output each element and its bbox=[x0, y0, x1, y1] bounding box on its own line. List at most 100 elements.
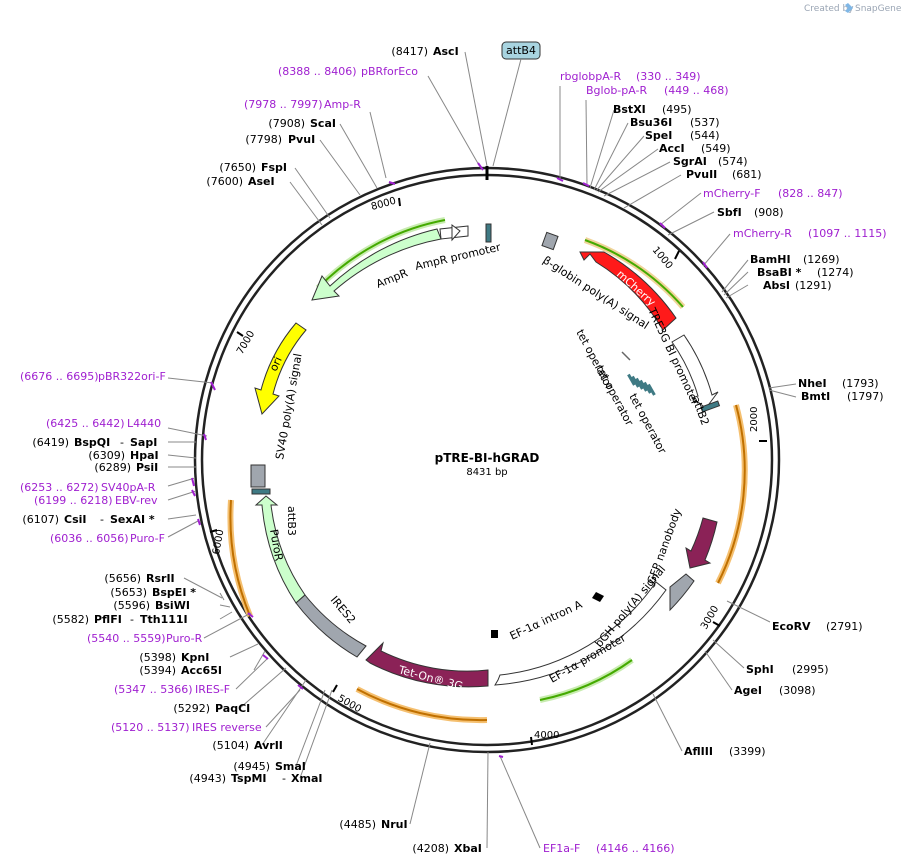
site-nheI[interactable]: NheI (1793) bbox=[798, 377, 879, 390]
feature-attB2[interactable] bbox=[700, 400, 721, 413]
feature-tet-operators[interactable] bbox=[621, 351, 656, 396]
site-name: NheI bbox=[798, 377, 827, 390]
site-absI[interactable]: AbsI (1291) bbox=[763, 279, 832, 292]
site-accI[interactable]: AccI (549) bbox=[659, 142, 731, 155]
primer-ebvRev[interactable]: (6199 .. 6218) EBV-rev bbox=[34, 494, 158, 507]
plasmid-name: pTRE-BI-hGRAD bbox=[435, 451, 540, 465]
site-name: TspMI bbox=[231, 772, 267, 785]
site-name2: XmaI bbox=[291, 772, 322, 785]
site-rsrII[interactable]: (5656) RsrII bbox=[104, 572, 174, 585]
site-kpnI[interactable]: (5398) KpnI bbox=[139, 651, 209, 664]
site-scaI[interactable]: (7908) ScaI bbox=[268, 117, 336, 130]
primer-sv40pA[interactable]: (6253 .. 6272) SV40pA-R bbox=[20, 481, 156, 494]
site-name: FspI bbox=[261, 161, 287, 174]
site-pos: (495) bbox=[662, 103, 692, 116]
primer-l4440[interactable]: (6425 .. 6442) L4440 bbox=[46, 417, 161, 430]
site-dash: - bbox=[282, 772, 286, 785]
label-ampR: AmpR bbox=[374, 266, 410, 290]
site-pvuII[interactable]: PvuII (681) bbox=[686, 168, 762, 181]
site-pos: (5582) bbox=[52, 613, 89, 626]
feature-bgh[interactable] bbox=[669, 573, 695, 612]
site-name: HpaI bbox=[130, 449, 159, 462]
site-tspMI[interactable]: (4943) TspMI - XmaI bbox=[189, 772, 322, 785]
site-pos: (7798) bbox=[245, 133, 282, 146]
primer-pBR322ori[interactable]: (6676 .. 6695) pBR322ori-F bbox=[20, 370, 166, 383]
site-psiI[interactable]: (6289) PsiI bbox=[94, 461, 158, 474]
feature-ires2[interactable] bbox=[295, 594, 367, 658]
primer-name: mCherry-R bbox=[733, 227, 792, 240]
feature-attB3[interactable] bbox=[251, 488, 271, 495]
site-speI[interactable]: SpeI (544) bbox=[645, 129, 720, 142]
site-ageI[interactable]: AgeI (3098) bbox=[734, 684, 816, 697]
feature-beta-globin-box[interactable] bbox=[541, 231, 559, 251]
site-bamHI[interactable]: BamHI (1269) bbox=[750, 253, 840, 266]
site-bstXI[interactable]: BstXI (495) bbox=[613, 103, 692, 116]
site-sphI[interactable]: SphI (2995) bbox=[746, 663, 829, 676]
feature-mCherry[interactable] bbox=[579, 251, 677, 331]
attB4-badge-label: attB4 bbox=[506, 44, 536, 57]
site-aflIII[interactable]: AflIII (3399) bbox=[684, 745, 766, 758]
site-nruI[interactable]: (4485) NruI bbox=[339, 818, 407, 831]
site-smaI[interactable]: (4945) SmaI bbox=[233, 760, 305, 773]
site-fspI[interactable]: (7650) FspI bbox=[219, 161, 287, 174]
feature-ori[interactable] bbox=[254, 322, 307, 415]
feature-sv40-box[interactable] bbox=[250, 464, 266, 488]
feature-ampR-promoter[interactable] bbox=[439, 224, 469, 242]
primer-name: pBR322ori-F bbox=[98, 370, 166, 383]
feature-gfp-nanobody[interactable] bbox=[685, 517, 718, 569]
primer-iresRev[interactable]: (5120 .. 5137) IRES reverse bbox=[111, 721, 262, 734]
feature-ef1a-promoter[interactable] bbox=[494, 581, 667, 686]
primer-puroR[interactable]: (5540 .. 5559) Puro-R bbox=[87, 632, 203, 645]
site-bspQI[interactable]: (6419) BspQI - SapI bbox=[32, 436, 157, 449]
site-avrII[interactable]: (5104) AvrII bbox=[212, 739, 282, 752]
site-bsiWI[interactable]: (5596) BsiWI bbox=[113, 599, 190, 612]
primer-pBRforEco[interactable]: (8388 .. 8406) pBRforEco bbox=[278, 65, 418, 78]
site-name: PvuII bbox=[686, 168, 717, 181]
label-ori: ori bbox=[267, 355, 285, 373]
feature-tetOn[interactable] bbox=[365, 641, 489, 688]
site-bsu36I[interactable]: Bsu36I (537) bbox=[630, 116, 720, 129]
site-bmtI[interactable]: BmtI (1797) bbox=[801, 390, 884, 403]
site-name: AbsI bbox=[763, 279, 790, 292]
label-ires2: IRES2 bbox=[328, 594, 358, 627]
primer-ef1aF[interactable]: EF1a-F (4146 .. 4166) bbox=[543, 842, 675, 855]
primer-name: pBRforEco bbox=[361, 65, 418, 78]
site-xbaI[interactable]: (4208) XbaI bbox=[412, 842, 481, 855]
site-pos: (2995) bbox=[792, 663, 829, 676]
primer-range: (449 .. 468) bbox=[664, 84, 729, 97]
site-pflFI[interactable]: (5582) PflFI - Tth111I bbox=[52, 613, 187, 626]
site-bsaBI[interactable]: BsaBI * (1274) bbox=[757, 266, 854, 279]
site-pos: (7650) bbox=[219, 161, 256, 174]
feature-attB4-marker[interactable] bbox=[485, 223, 492, 243]
primer-iresF[interactable]: (5347 .. 5366) IRES-F bbox=[114, 683, 230, 696]
site-dash: - bbox=[100, 513, 104, 526]
primer-mCherryF[interactable]: mCherry-F (828 .. 847) bbox=[703, 187, 843, 200]
site-pos: (2791) bbox=[826, 620, 863, 633]
site-bspEI[interactable]: (5653) BspEI * bbox=[110, 586, 196, 599]
primer-puroF[interactable]: (6036 .. 6056) Puro-F bbox=[50, 532, 165, 545]
primer-rbglobpA[interactable]: rbglobpA-R (330 .. 349) bbox=[560, 70, 701, 83]
site-ecoRV[interactable]: EcoRV (2791) bbox=[772, 620, 863, 633]
site-pos: (544) bbox=[690, 129, 720, 142]
primer-marks bbox=[191, 162, 708, 758]
site-aseI[interactable]: (7600) AseI bbox=[206, 175, 274, 188]
feature-tre3g[interactable] bbox=[671, 334, 719, 409]
feature-puroR[interactable] bbox=[254, 495, 306, 604]
tick-marks bbox=[209, 197, 767, 746]
site-paqCI[interactable]: (5292) PaqCI bbox=[173, 702, 250, 715]
feature-ampR[interactable] bbox=[311, 228, 442, 301]
site-pos: (5104) bbox=[212, 739, 249, 752]
site-name: SbfI bbox=[717, 206, 742, 219]
site-acc65I[interactable]: (5394) Acc65I bbox=[139, 664, 222, 677]
site-hpaI[interactable]: (6309) HpaI bbox=[88, 449, 158, 462]
site-sgrAI[interactable]: SgrAI (574) bbox=[673, 155, 748, 168]
site-name: NruI bbox=[381, 818, 408, 831]
site-ascI[interactable]: (8417) AscI bbox=[391, 45, 458, 58]
primer-bglobpA[interactable]: Bglob-pA-R (449 .. 468) bbox=[586, 84, 729, 97]
site-csiI[interactable]: (6107) CsiI - SexAI * bbox=[22, 513, 154, 526]
primer-ampR[interactable]: (7978 .. 7997) Amp-R bbox=[244, 98, 361, 111]
primer-mCherryR[interactable]: mCherry-R (1097 .. 1115) bbox=[733, 227, 887, 240]
site-sbfI[interactable]: SbfI (908) bbox=[717, 206, 784, 219]
site-pvuI[interactable]: (7798) PvuI bbox=[245, 133, 315, 146]
